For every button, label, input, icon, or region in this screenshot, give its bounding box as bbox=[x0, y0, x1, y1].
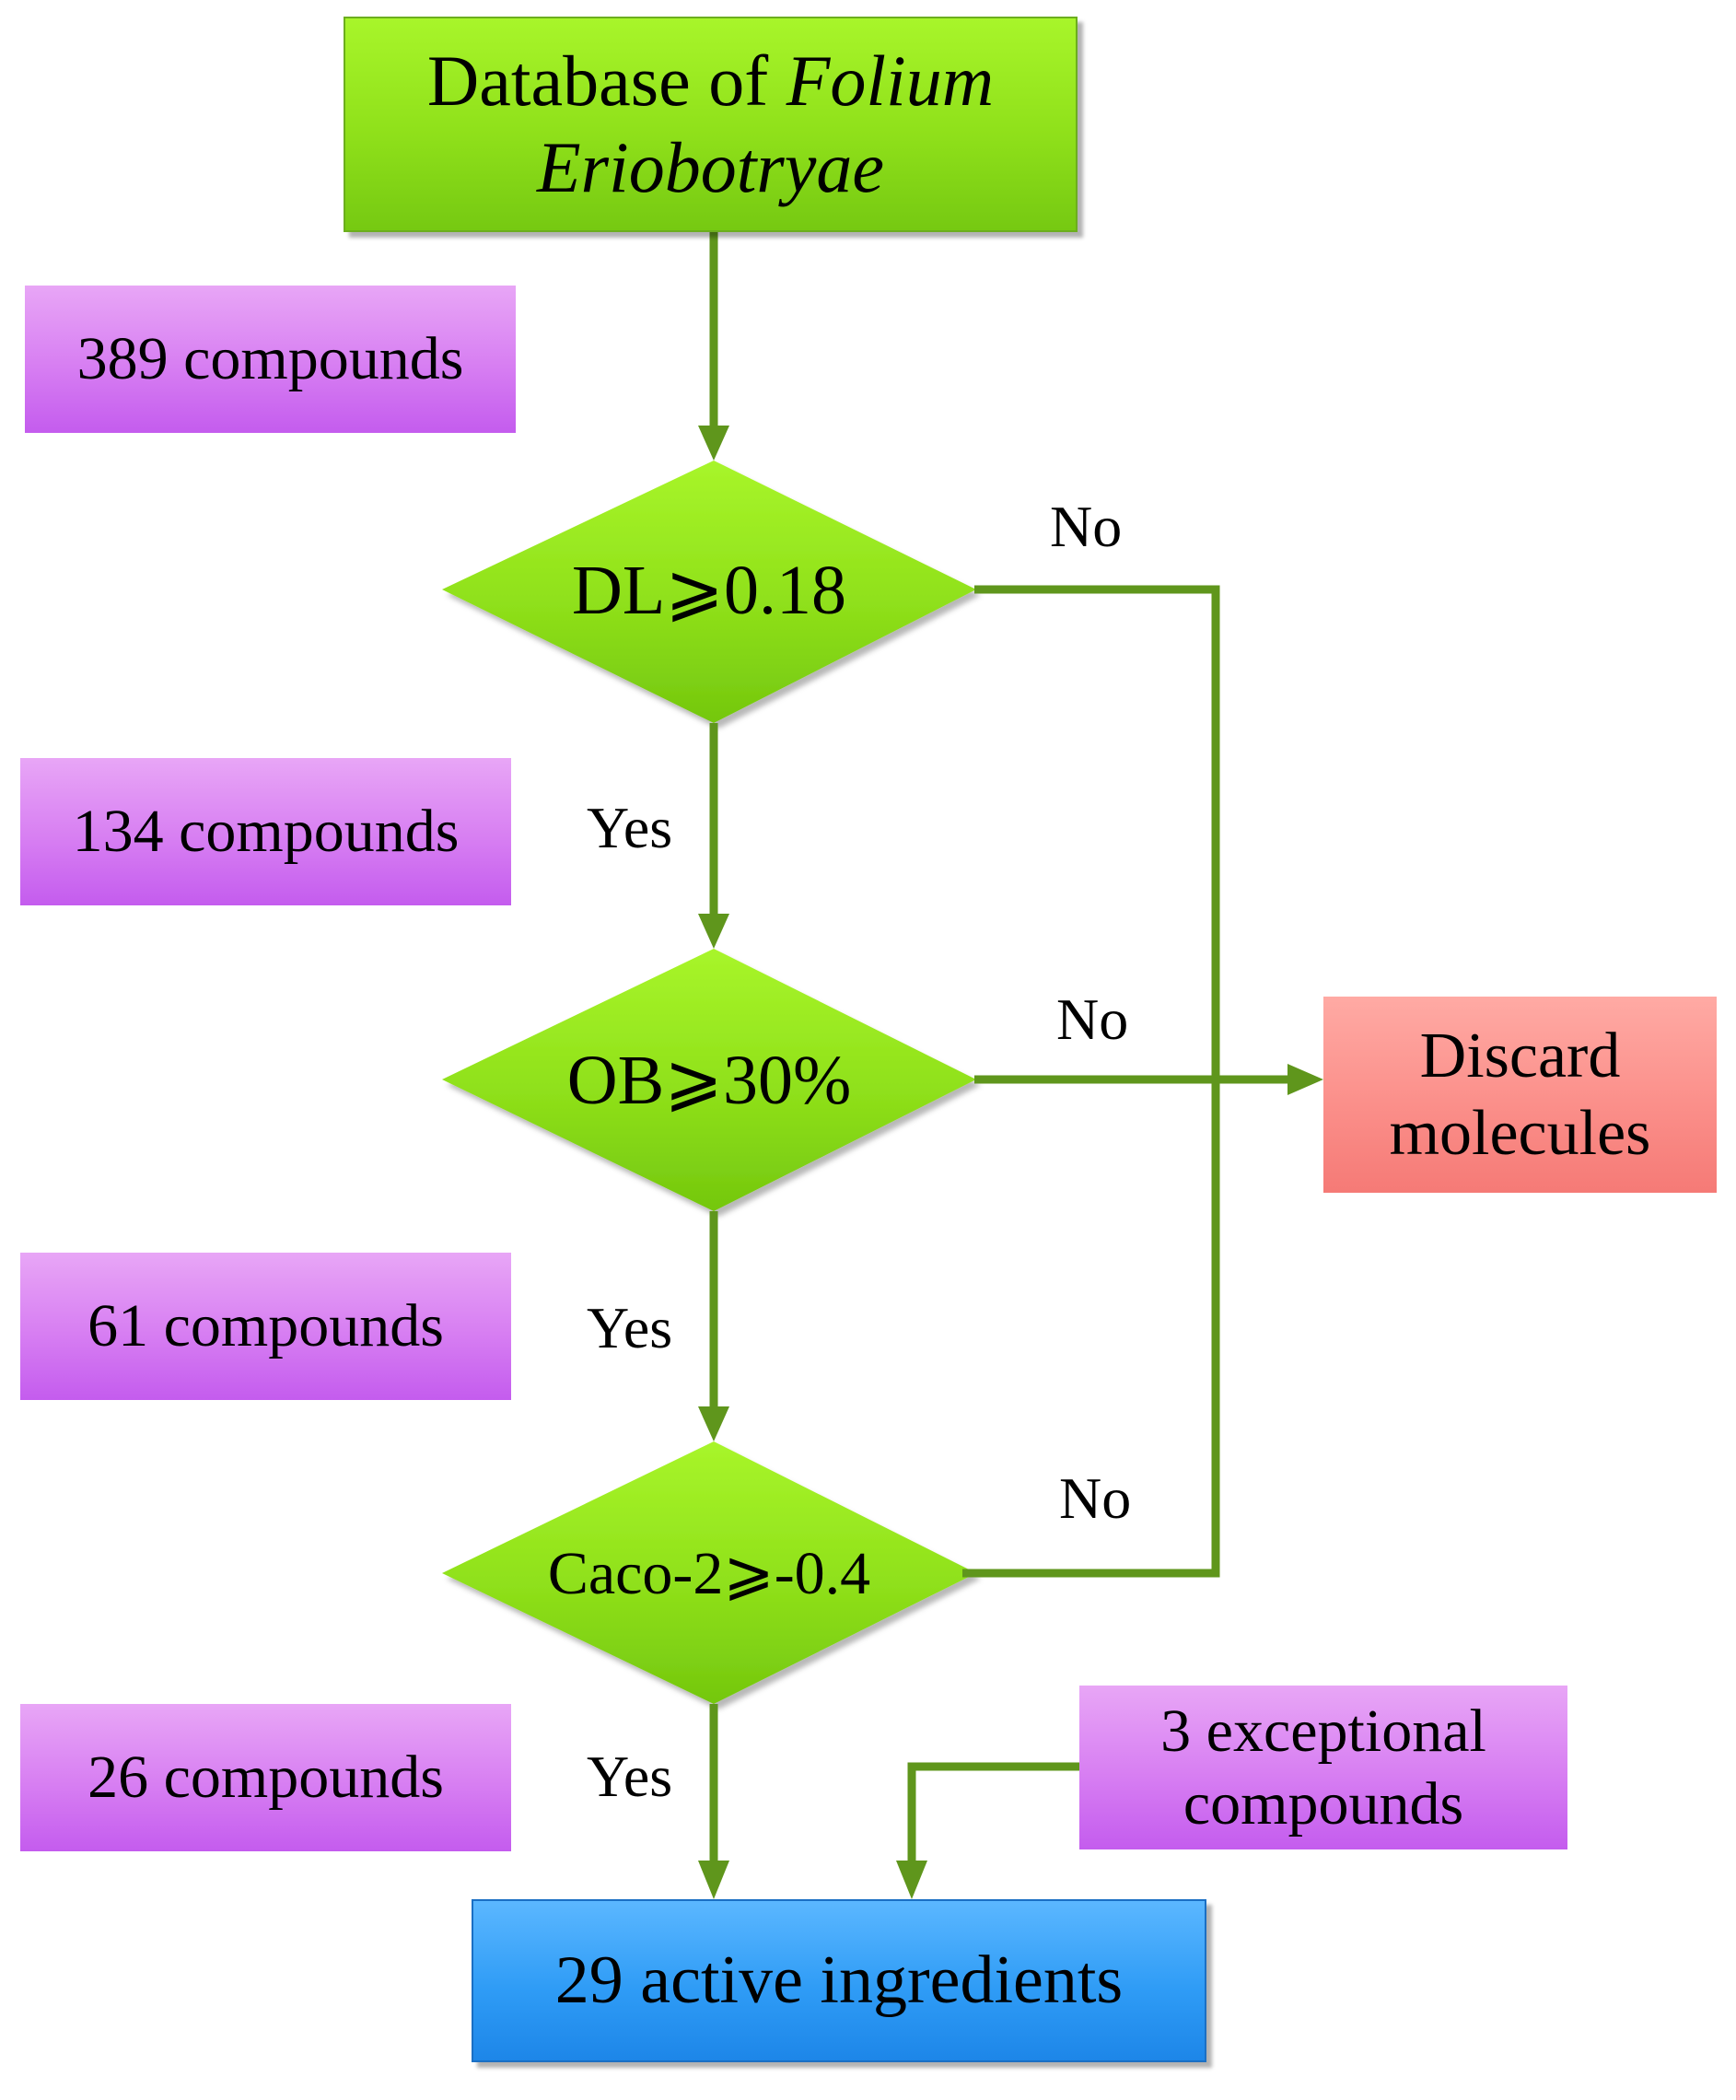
exceptional-compounds-box: 3 exceptional compounds bbox=[1079, 1686, 1567, 1849]
discard-box: Discard molecules bbox=[1323, 997, 1717, 1193]
decision-ob-label: OB⩾30% bbox=[566, 1042, 852, 1119]
count-box-61: 61 compounds bbox=[20, 1253, 511, 1400]
edge-label-no-1: No bbox=[1050, 494, 1123, 559]
count-label: 134 compounds bbox=[72, 798, 460, 866]
exceptional-text-line-1: 3 exceptional bbox=[1160, 1697, 1486, 1765]
start-box: Database of Folium Eriobotryae bbox=[344, 17, 1078, 232]
arrowhead-to-caco bbox=[698, 1406, 729, 1441]
exceptional-text-line-2: compounds bbox=[1183, 1770, 1464, 1838]
connector-exceptional bbox=[907, 1762, 1079, 1870]
arrowhead-to-dl bbox=[698, 426, 729, 461]
discard-text-line-2: molecules bbox=[1389, 1097, 1651, 1169]
edge-label-yes-1: Yes bbox=[587, 795, 673, 860]
start-line-1: Database of Folium bbox=[427, 38, 994, 124]
count-label: 61 compounds bbox=[87, 1292, 444, 1360]
count-label: 26 compounds bbox=[87, 1744, 444, 1812]
decision-dl-label: DL⩾0.18 bbox=[572, 552, 846, 629]
diamond-dl bbox=[442, 461, 976, 723]
diamond-ob bbox=[442, 949, 976, 1211]
arrowhead-to-discard bbox=[1287, 1064, 1323, 1095]
diamond-caco bbox=[442, 1441, 976, 1704]
decision-caco-label: Caco-2⩾-0.4 bbox=[547, 1540, 871, 1607]
start-text-genus: Folium bbox=[786, 41, 995, 122]
arrowhead-to-result bbox=[698, 1861, 729, 1899]
start-text-species: Eriobotryae bbox=[537, 127, 884, 207]
result-box: 29 active ingredients bbox=[472, 1899, 1206, 2062]
arrowhead-exceptional-to-result bbox=[896, 1861, 927, 1899]
edge-label-yes-3: Yes bbox=[587, 1744, 673, 1809]
edge-label-no-2: No bbox=[1056, 986, 1129, 1052]
edge-label-no-3: No bbox=[1059, 1465, 1132, 1531]
edge-label-yes-2: Yes bbox=[587, 1295, 673, 1360]
arrowhead-to-ob bbox=[698, 914, 729, 949]
discard-text-line-1: Discard bbox=[1419, 1020, 1621, 1091]
count-box-26: 26 compounds bbox=[20, 1704, 511, 1851]
count-box-134: 134 compounds bbox=[20, 758, 511, 905]
start-text-prefix: Database of bbox=[426, 41, 786, 122]
result-label: 29 active ingredients bbox=[554, 1942, 1124, 2019]
count-box-389: 389 compounds bbox=[25, 286, 516, 433]
count-label: 389 compounds bbox=[76, 325, 464, 393]
